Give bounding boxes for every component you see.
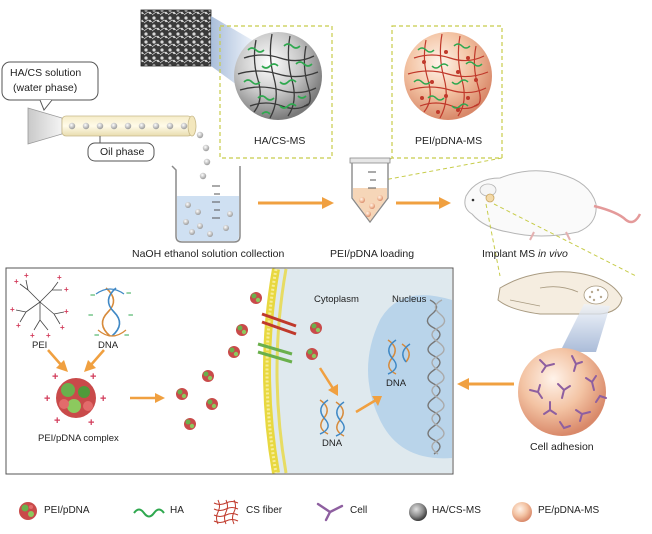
legend-label-ha-cs-ms: HA/CS-MS xyxy=(432,505,481,516)
dna-left-label: DNA xyxy=(98,340,119,351)
cell-adhesion-label: Cell adhesion xyxy=(530,441,594,453)
solution-label-line2: (water phase) xyxy=(13,82,78,94)
svg-text:−: − xyxy=(88,310,93,320)
svg-text:+: + xyxy=(57,273,62,282)
svg-text:+: + xyxy=(14,277,19,286)
dna-cytoplasm xyxy=(319,399,345,437)
complex-arrows xyxy=(47,349,105,372)
legend-label-cell: Cell xyxy=(350,505,368,516)
svg-text:+: + xyxy=(46,331,51,340)
svg-text:+: + xyxy=(30,331,35,340)
cell-icon xyxy=(316,502,344,522)
legend-label-cs-fiber: CS fiber xyxy=(246,505,283,516)
pei-pdna-ms-inset xyxy=(391,25,503,159)
membrane-channels xyxy=(257,312,297,364)
droplets-in-tube xyxy=(68,122,211,180)
solution-callout xyxy=(1,61,99,111)
implant-label: Implant MS in vivo xyxy=(482,248,568,260)
svg-text:−: − xyxy=(94,330,99,340)
svg-text:−: − xyxy=(90,290,95,300)
pei-pdna-icon xyxy=(19,502,37,520)
svg-text:+: + xyxy=(90,371,96,383)
implant-italic: in vivo xyxy=(538,248,568,260)
solution-label-line1: HA/CS solution xyxy=(10,67,82,79)
svg-text:+: + xyxy=(64,285,69,294)
mechanism-panel xyxy=(5,267,454,475)
ha-cs-ms-label: HA/CS-MS xyxy=(254,135,306,147)
svg-text:+: + xyxy=(54,415,60,427)
svg-text:+: + xyxy=(60,323,65,332)
legend-label-pei-pdna: PEI/pDNA xyxy=(44,505,90,516)
svg-text:−: − xyxy=(124,330,129,340)
beaker xyxy=(171,165,241,243)
dna-plasmid: −−− −−− xyxy=(88,287,133,340)
ha-icon xyxy=(133,508,165,518)
oil-phase-callout xyxy=(87,136,155,162)
svg-text:+: + xyxy=(64,307,69,316)
legend-label-pe-pdna-ms: PE/pDNA-MS xyxy=(538,505,600,516)
pei-pdna-ms-label: PEI/pDNA-MS xyxy=(415,135,483,147)
svg-text:+: + xyxy=(88,417,94,429)
collection-label: NaOH ethanol solution collection xyxy=(132,248,285,260)
mouse xyxy=(464,170,642,241)
pe-pdna-ms-icon xyxy=(512,502,532,522)
svg-text:+: + xyxy=(16,321,21,330)
svg-text:−: − xyxy=(126,288,131,298)
dna-cytoplasm-label: DNA xyxy=(322,438,343,449)
dna-nucleus xyxy=(387,339,411,375)
pei-charges: +++ +++ +++ + xyxy=(10,271,69,340)
zoom-cone xyxy=(560,304,610,352)
pei-pdna-complex: +++ +++ xyxy=(44,371,106,429)
arrow-to-complexes xyxy=(130,393,165,403)
svg-text:+: + xyxy=(100,393,106,405)
nucleus-label: Nucleus xyxy=(392,294,427,305)
svg-text:+: + xyxy=(10,305,15,314)
emulsion-nozzle xyxy=(27,107,197,145)
loading-label: PEI/pDNA loading xyxy=(330,248,415,260)
cytoplasm-arrows xyxy=(318,367,382,414)
cs-fiber-icon xyxy=(213,499,239,525)
centrifuge-tube xyxy=(349,157,391,224)
cytoplasm-label: Cytoplasm xyxy=(314,294,359,305)
complex-label: PEI/pDNA complex xyxy=(38,433,119,444)
top-arrows xyxy=(258,197,451,209)
pei-label: PEI xyxy=(32,340,48,351)
ha-cs-ms-icon xyxy=(409,503,427,521)
svg-text:+: + xyxy=(24,271,29,280)
legend-label-ha: HA xyxy=(170,505,184,516)
dna-nucleus-label: DNA xyxy=(386,378,407,389)
arrow-to-panel xyxy=(457,378,514,390)
cell-adhesion-sphere xyxy=(518,348,607,436)
small-complexes xyxy=(176,292,322,430)
svg-text:+: + xyxy=(44,393,50,405)
oil-phase-label: Oil phase xyxy=(100,146,145,158)
ha-cs-ms-inset xyxy=(219,25,333,159)
implant-prefix: Implant MS xyxy=(482,248,539,260)
skull xyxy=(497,271,623,315)
chromosome-helix xyxy=(426,299,446,455)
svg-text:−: − xyxy=(128,310,133,320)
skull-guides xyxy=(485,203,637,277)
svg-text:+: + xyxy=(52,371,58,383)
pei-molecule xyxy=(15,279,65,331)
sem-image xyxy=(140,9,252,96)
